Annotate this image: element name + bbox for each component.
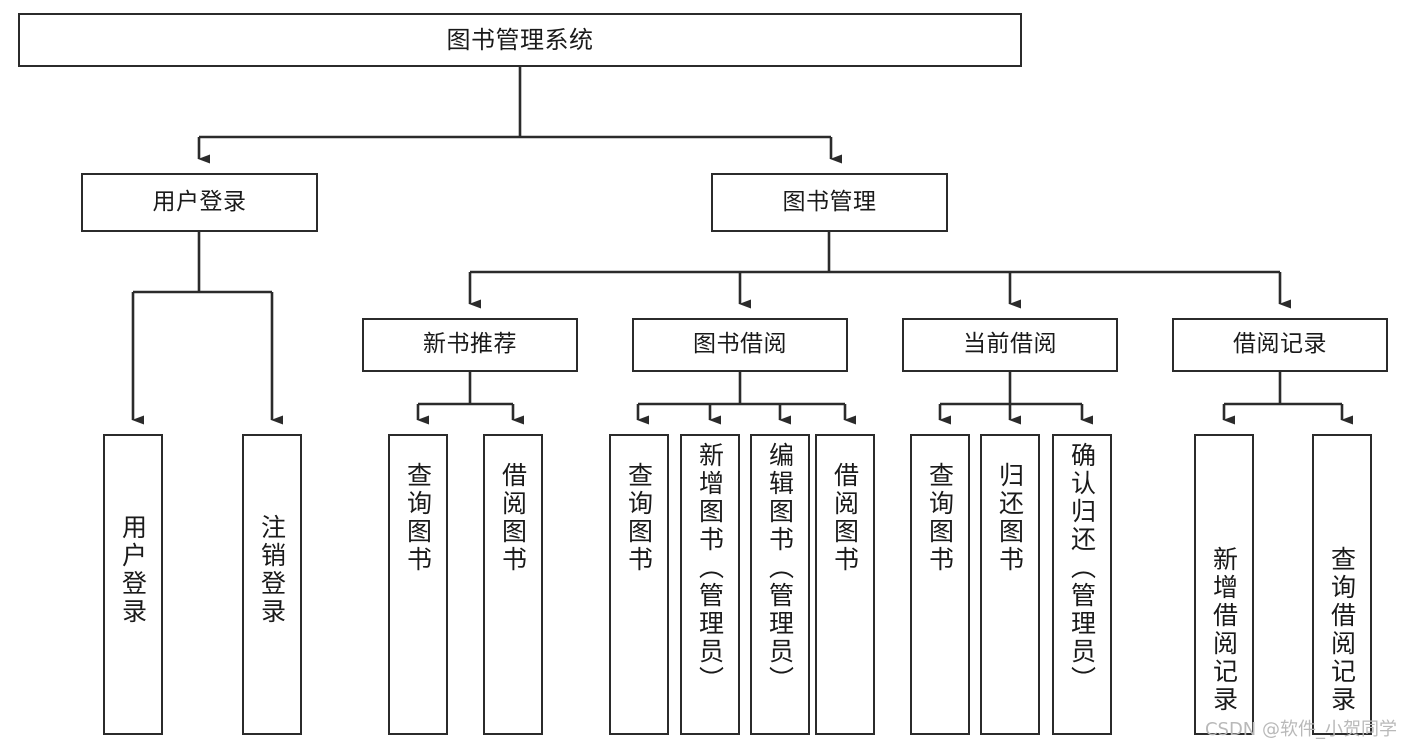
node-leaf-query-book-recommend[interactable]: 查询图书 xyxy=(388,434,448,735)
node-label: 注销登录 xyxy=(257,514,287,626)
node-leaf-borrow-book-recommend[interactable]: 借阅图书 xyxy=(483,434,543,735)
node-leaf-logout[interactable]: 注销登录 xyxy=(242,434,302,735)
node-leaf-confirm-return-admin[interactable]: 确认归还（管理员） xyxy=(1052,434,1112,735)
node-label: 查询图书 xyxy=(925,462,955,574)
node-user-login[interactable]: 用户登录 xyxy=(81,173,318,232)
node-label: 新书推荐 xyxy=(423,331,517,358)
node-label: 图书管理 xyxy=(782,188,877,215)
node-label: 查询图书 xyxy=(403,462,433,574)
node-label: 编辑图书（管理员） xyxy=(765,442,795,694)
node-root-book-management-system[interactable]: 图书管理系统 xyxy=(18,13,1022,67)
node-label: 借阅图书 xyxy=(498,462,528,574)
node-label: 新增借阅记录 xyxy=(1209,546,1239,714)
node-book-borrow[interactable]: 图书借阅 xyxy=(632,318,848,372)
node-leaf-edit-book-admin[interactable]: 编辑图书（管理员） xyxy=(750,434,810,735)
node-label: 确认归还（管理员） xyxy=(1067,442,1097,694)
node-label: 归还图书 xyxy=(995,462,1025,574)
node-label: 图书借阅 xyxy=(693,331,787,358)
node-label: 借阅图书 xyxy=(830,462,860,574)
node-leaf-add-book-admin[interactable]: 新增图书（管理员） xyxy=(680,434,740,735)
node-label: 用户登录 xyxy=(152,188,247,215)
node-leaf-user-login[interactable]: 用户登录 xyxy=(103,434,163,735)
node-label: 查询借阅记录 xyxy=(1327,546,1357,714)
node-borrow-record[interactable]: 借阅记录 xyxy=(1172,318,1388,372)
node-new-book-recommend[interactable]: 新书推荐 xyxy=(362,318,578,372)
node-label: 新增图书（管理员） xyxy=(695,442,725,694)
node-leaf-add-borrow-record[interactable]: 新增借阅记录 xyxy=(1194,434,1254,735)
node-leaf-borrow-book[interactable]: 借阅图书 xyxy=(815,434,875,735)
node-label: 查询图书 xyxy=(624,462,654,574)
node-book-management[interactable]: 图书管理 xyxy=(711,173,948,232)
node-leaf-query-book-borrow[interactable]: 查询图书 xyxy=(609,434,669,735)
node-label: 图书管理系统 xyxy=(446,25,594,54)
node-label: 用户登录 xyxy=(118,514,148,626)
node-leaf-return-book[interactable]: 归还图书 xyxy=(980,434,1040,735)
watermark-text: CSDN @软件_小贺同学 xyxy=(1204,719,1397,740)
node-leaf-query-book-current[interactable]: 查询图书 xyxy=(910,434,970,735)
node-label: 借阅记录 xyxy=(1233,331,1327,358)
node-current-borrow[interactable]: 当前借阅 xyxy=(902,318,1118,372)
node-leaf-query-borrow-record[interactable]: 查询借阅记录 xyxy=(1312,434,1372,735)
node-label: 当前借阅 xyxy=(963,331,1057,358)
